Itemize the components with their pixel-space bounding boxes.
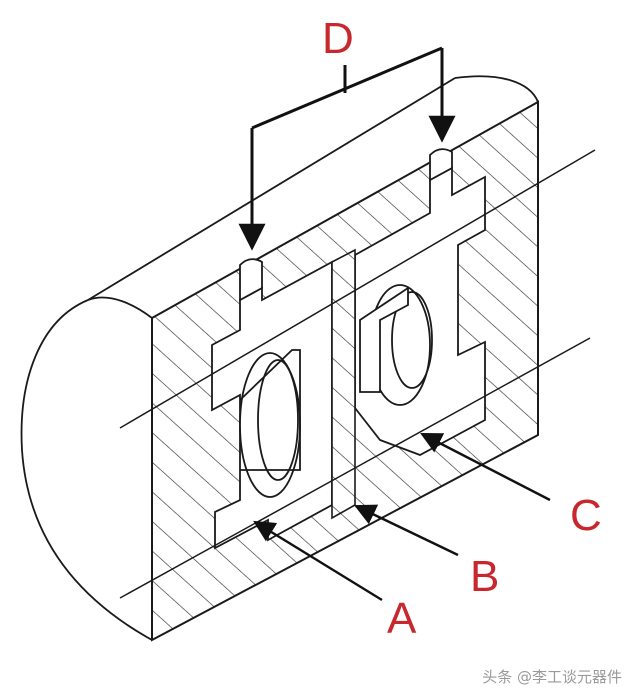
label-b: B (470, 552, 499, 601)
axis-lines (119, 149, 596, 599)
right-electrode (359, 284, 433, 406)
leader-arrow-b (354, 504, 459, 557)
label-a: A (387, 594, 417, 643)
label-d: D (322, 14, 354, 63)
d-bracket (238, 46, 456, 251)
cylinder-body (20, 75, 539, 641)
leader-arrow-a (253, 520, 383, 602)
lead-tubes (239, 148, 453, 302)
watermark: 头条 @李工谈元器件 (482, 668, 622, 686)
leader-arrows (253, 432, 551, 602)
left-electrode (239, 349, 301, 498)
label-c: C (570, 491, 602, 540)
center-gap (331, 248, 356, 520)
leader-arrow-c (420, 432, 551, 502)
